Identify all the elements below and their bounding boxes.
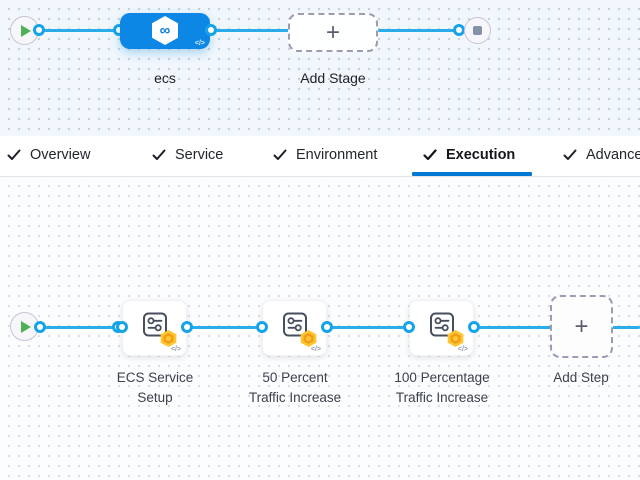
connector-point — [205, 24, 217, 36]
active-tab-indicator — [412, 172, 532, 176]
tab-overview[interactable]: Overview — [7, 147, 90, 163]
stage-name-label: ecs — [154, 70, 176, 86]
connector-line — [378, 28, 454, 32]
connector-point — [468, 321, 480, 333]
connector-point — [453, 24, 465, 36]
add-stage-label: Add Stage — [300, 70, 366, 86]
connector-line — [479, 325, 551, 329]
play-icon — [21, 320, 31, 333]
add-step-button[interactable]: + — [550, 295, 613, 358]
code-icon: </> — [310, 346, 321, 353]
add-step-label: Add Step — [553, 370, 609, 385]
connector-point — [181, 321, 193, 333]
plus-icon: + — [574, 312, 589, 340]
step-card-50-percent-traffic-increase[interactable]: </> — [262, 300, 327, 356]
connector-line — [612, 325, 640, 329]
code-icon: </> — [457, 346, 468, 353]
step-label-line: Traffic Increase — [395, 389, 489, 405]
cd-stage-icon: ∞ — [152, 16, 178, 45]
check-icon — [423, 149, 437, 161]
step-label-line: Setup — [137, 389, 173, 405]
connector-point — [403, 321, 415, 333]
connector-line — [216, 28, 289, 32]
check-icon — [273, 149, 287, 160]
add-stage-button[interactable]: + — [288, 13, 378, 52]
stage-node-ecs[interactable]: ∞ </> — [120, 13, 210, 49]
connector-line — [192, 325, 257, 329]
connector-point — [33, 24, 45, 36]
check-icon — [563, 149, 577, 160]
step-label: 50 Percent Traffic Increase — [225, 368, 365, 407]
plus-icon: + — [325, 18, 340, 46]
code-icon: </> — [194, 40, 205, 47]
step-label-line: 100 Percentage — [394, 370, 490, 385]
tab-label: Execution — [446, 147, 516, 163]
connector-line — [44, 28, 116, 32]
infinity-glyph: ∞ — [159, 22, 171, 39]
check-icon — [152, 149, 166, 160]
execution-canvas: </> ECS Service Setup </> 50 Percent Tra… — [0, 177, 640, 480]
connector-point — [34, 321, 46, 333]
connector-line — [45, 325, 113, 329]
tab-label: Advanced — [586, 147, 640, 163]
step-card-100-percentage-traffic-increase[interactable]: </> — [409, 300, 474, 356]
step-label-line: Traffic Increase — [248, 389, 342, 405]
aws-hexagon-badge-icon — [447, 330, 464, 347]
tab-advanced[interactable]: Advanced — [563, 147, 640, 163]
aws-hexagon-badge-icon — [160, 330, 177, 347]
tab-service[interactable]: Service — [152, 147, 223, 163]
step-label-line: 50 Percent — [262, 370, 328, 385]
ecs-step-icon — [283, 312, 307, 337]
code-icon: </> — [170, 346, 181, 353]
step-label: ECS Service Setup — [85, 368, 225, 407]
tab-label: Overview — [30, 147, 91, 163]
stage-tab-bar: Overview Service Environment Execution A… — [0, 136, 640, 177]
ecs-step-icon — [143, 312, 167, 337]
step-label-line: ECS Service — [116, 370, 194, 385]
connector-point — [256, 321, 268, 333]
stop-icon — [473, 26, 482, 35]
tab-environment[interactable]: Environment — [273, 147, 377, 163]
tab-label: Environment — [296, 147, 378, 163]
aws-hexagon-badge-icon — [300, 330, 317, 347]
check-icon — [7, 149, 21, 160]
ecs-step-icon — [430, 312, 454, 337]
connector-point — [116, 321, 128, 333]
connector-point — [321, 321, 333, 333]
step-card-ecs-service-setup[interactable]: </> — [122, 300, 187, 356]
tab-execution[interactable]: Execution — [423, 147, 515, 163]
pipeline-end-node — [464, 17, 491, 44]
play-icon — [21, 24, 31, 37]
step-label: 100 Percentage Traffic Increase — [372, 368, 512, 407]
connector-line — [332, 325, 404, 329]
tab-label: Service — [175, 147, 224, 163]
stage-canvas: ∞ </> ecs + Add Stage — [0, 0, 640, 136]
